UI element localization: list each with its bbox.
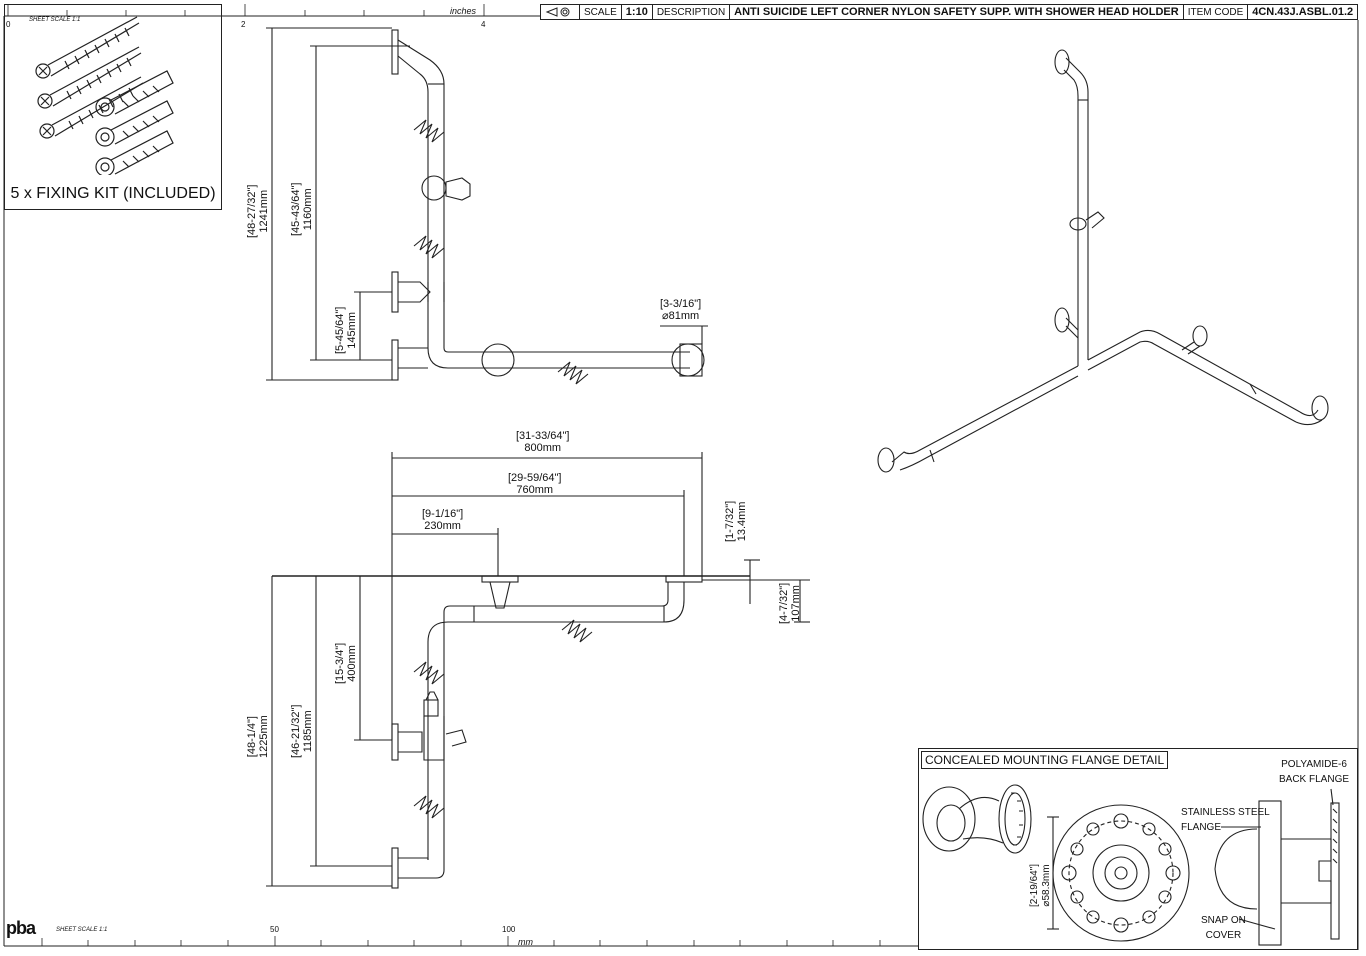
description-label: DESCRIPTION [653, 5, 731, 19]
kit-sheet-scale: SHEET SCALE 1:1 [29, 17, 81, 23]
dim-bar-width: [29-59/64"]760mm [508, 472, 562, 496]
dim-bar-height: [45-43/64"]1160mm [290, 182, 314, 236]
ruler-tick-label: 4 [481, 20, 486, 29]
dim-overall-height: [48-27/32"]1241mm [246, 184, 270, 238]
fixing-kit-panel: SHEET SCALE 1:1 5 x FIXING KIT (INCLUDED… [4, 4, 222, 210]
ruler-unit-label: mm [518, 937, 533, 947]
dim-overall-width: [31-33/64"]800mm [516, 430, 570, 454]
dim-lower-support: [5-45/64"]145mm [334, 306, 358, 354]
ruler-tick-label: 2 [241, 20, 246, 29]
dim-flange-diameter: [2-19/64"]⌀58.3mm [1029, 863, 1052, 907]
sheet-scale-label: SHEET SCALE 1:1 [56, 927, 108, 933]
ruler-tick-label: 100 [502, 925, 516, 934]
dim-holder-height: [15-3/4"]400mm [334, 642, 358, 684]
item-code-value: 4CN.43J.ASBL.01.2 [1252, 6, 1354, 18]
scale-value: 1:10 [622, 5, 653, 19]
flange-detail-title: CONCEALED MOUNTING FLANGE DETAIL [921, 751, 1169, 769]
brand-logo: pba [6, 918, 36, 938]
scale-label: SCALE [580, 5, 622, 19]
flange-detail-drawing [922, 784, 1340, 946]
dim-plan-bar-height: [46-21/32"]1185mm [290, 704, 314, 758]
projection-symbol-icon [541, 5, 580, 19]
screw-and-plug-icon [35, 16, 174, 175]
item-code-label: ITEM CODE [1184, 5, 1249, 19]
ruler-tick-label: 0 [6, 20, 11, 29]
title-block: SCALE 1:10 DESCRIPTION ANTI SUICIDE LEFT… [540, 4, 1358, 20]
dim-plan-overall-height: [48-1/4"]1225mm [246, 715, 270, 758]
ruler-tick-label: 50 [270, 925, 279, 934]
flange-detail-panel: CONCEALED MOUNTING FLANGE DETAIL [918, 748, 1358, 950]
ruler-unit-label: inches [450, 6, 477, 16]
fixing-kit-caption: 5 x FIXING KIT (INCLUDED) [10, 185, 216, 202]
dim-projection: [4-7/32"]107mm [778, 582, 802, 624]
dim-support-offset: [9-1/16"]230mm [422, 508, 464, 532]
dim-diameter: [3-3/16"]⌀81mm [660, 298, 702, 322]
description-value: ANTI SUICIDE LEFT CORNER NYLON SAFETY SU… [730, 5, 1184, 19]
dim-flange-depth: [1-7/32"]13.4mm [724, 500, 748, 542]
